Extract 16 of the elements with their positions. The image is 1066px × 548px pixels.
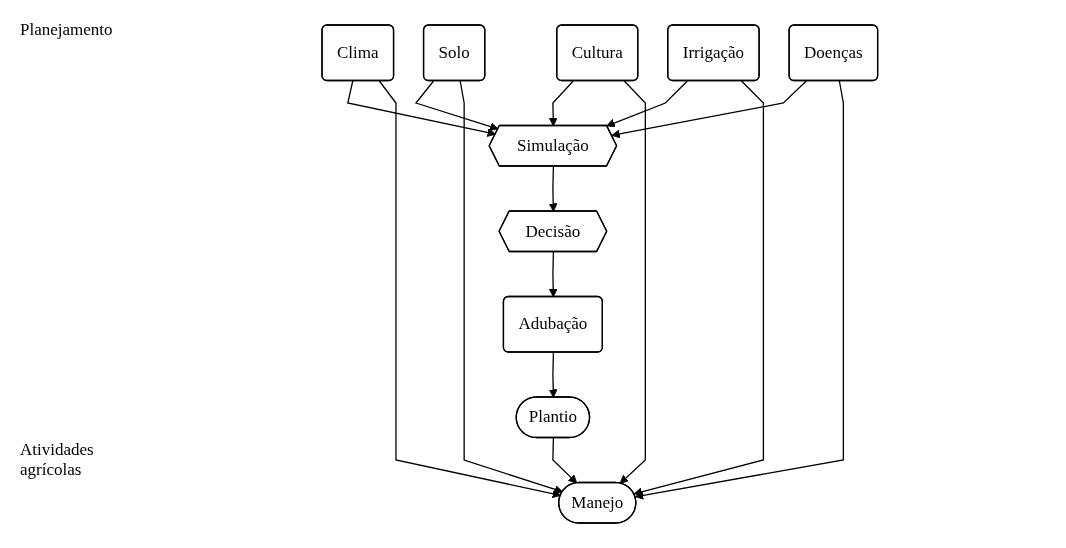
arrow [549, 251, 558, 298]
arrow [606, 80, 689, 128]
arrow [549, 165, 558, 212]
arrow [611, 80, 808, 139]
side-label: Atividades agrícolas [20, 440, 95, 480]
arrow [619, 80, 647, 484]
arrow [347, 80, 497, 137]
arrow [635, 80, 845, 500]
arrow [378, 80, 562, 499]
arrow [549, 80, 575, 127]
arrow [549, 351, 558, 398]
arrow [552, 437, 578, 484]
arrow [459, 80, 564, 494]
arrow [415, 80, 499, 131]
arrow [633, 80, 765, 497]
side-label: Planejamento [20, 20, 114, 40]
